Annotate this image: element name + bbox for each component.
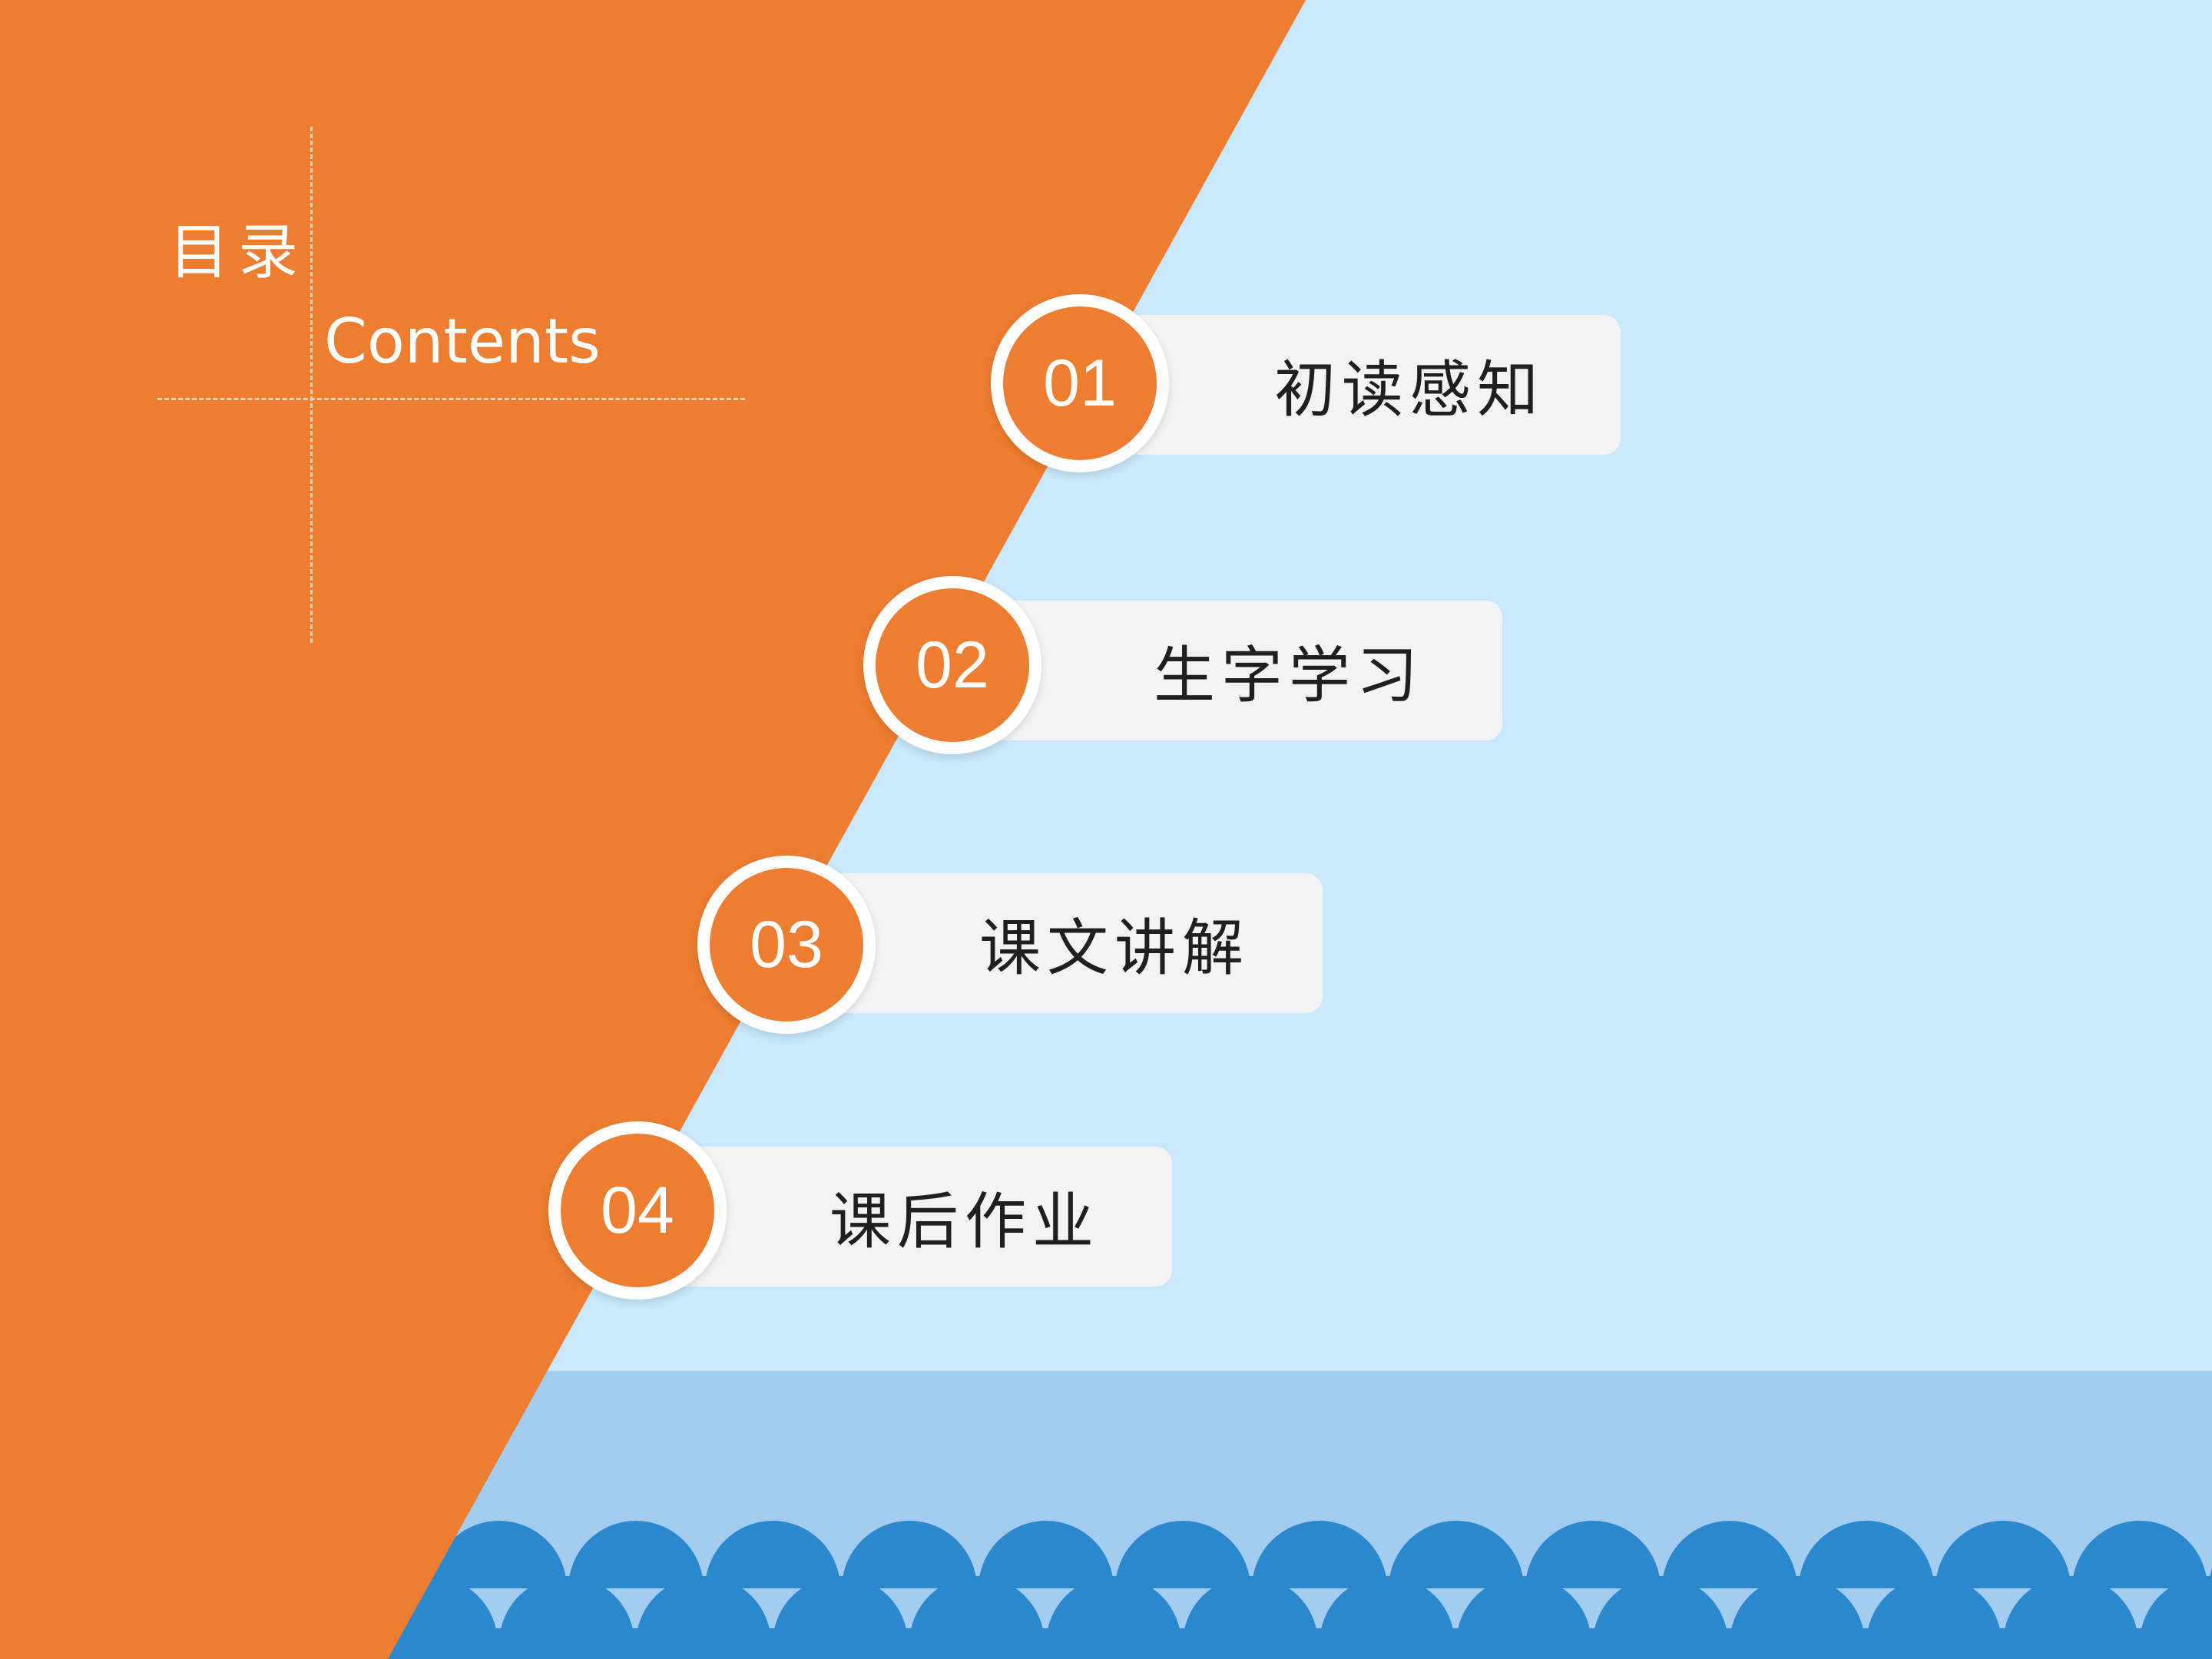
toc-item-2-pill: 生字学习 bbox=[968, 601, 1502, 740]
divider-vertical bbox=[310, 127, 313, 643]
toc-item-3-badge: 03 bbox=[697, 856, 876, 1034]
wave-arch-back bbox=[2072, 1521, 2207, 1588]
wave-arch-back bbox=[979, 1521, 1114, 1588]
toc-item-1-pill: 初读感知 bbox=[1091, 315, 1621, 455]
toc-item-3-pill: 课文讲解 bbox=[799, 873, 1323, 1013]
title-chinese: 目录 bbox=[169, 218, 308, 287]
toc-item-1-number: 01 bbox=[1043, 346, 1117, 420]
orange-panel bbox=[0, 0, 1306, 1659]
toc-item-4-pill: 课后作业 bbox=[650, 1147, 1172, 1286]
wave-arch-back bbox=[1525, 1521, 1661, 1588]
wave-arch-front bbox=[636, 1576, 771, 1644]
wave-arch-back bbox=[568, 1521, 704, 1588]
toc-item-2-badge: 02 bbox=[863, 576, 1041, 754]
wave-arch-front bbox=[909, 1576, 1045, 1644]
wave-arch-back bbox=[1252, 1521, 1387, 1588]
wave-arch-front bbox=[1593, 1576, 1728, 1644]
title-english: Contents bbox=[324, 306, 601, 377]
wave-arch-back bbox=[1389, 1521, 1524, 1588]
wave-arch-front bbox=[773, 1576, 908, 1644]
toc-item-2-number: 02 bbox=[916, 628, 989, 702]
wave-arch-front bbox=[2140, 1576, 2212, 1644]
wave-arch-front bbox=[1320, 1576, 1455, 1644]
wave-arch-back bbox=[1115, 1521, 1250, 1588]
wave-arch-front bbox=[1183, 1576, 1318, 1644]
wave-arch-front bbox=[1866, 1576, 2002, 1644]
toc-item-1-badge: 01 bbox=[991, 294, 1169, 472]
toc-item-4-label: 课后作业 bbox=[830, 1186, 1100, 1257]
wave-pattern bbox=[0, 1521, 2212, 1659]
toc-item-3-number: 03 bbox=[750, 907, 823, 982]
wave-arch-back bbox=[842, 1521, 977, 1588]
wave-arch-back bbox=[1662, 1521, 1797, 1588]
wave-arch-front bbox=[1730, 1576, 1865, 1644]
wave-arch-front bbox=[2003, 1576, 2138, 1644]
toc-item-4-badge: 04 bbox=[548, 1121, 727, 1300]
toc-item-2-label: 生字学习 bbox=[1154, 640, 1424, 711]
divider-horizontal bbox=[157, 398, 745, 400]
wave-arch-back bbox=[705, 1521, 840, 1588]
wave-arch-back bbox=[432, 1521, 567, 1588]
toc-item-4-number: 04 bbox=[601, 1173, 674, 1247]
toc-item-3-label: 课文讲解 bbox=[979, 912, 1250, 984]
wave-arch-front bbox=[1456, 1576, 1591, 1644]
wave-arch-back bbox=[1936, 1521, 2071, 1588]
wave-arch-back bbox=[1799, 1521, 1934, 1588]
wave-arch-front bbox=[1046, 1576, 1181, 1644]
wave-arch-front bbox=[499, 1576, 634, 1644]
toc-item-1-label: 初读感知 bbox=[1274, 354, 1545, 426]
